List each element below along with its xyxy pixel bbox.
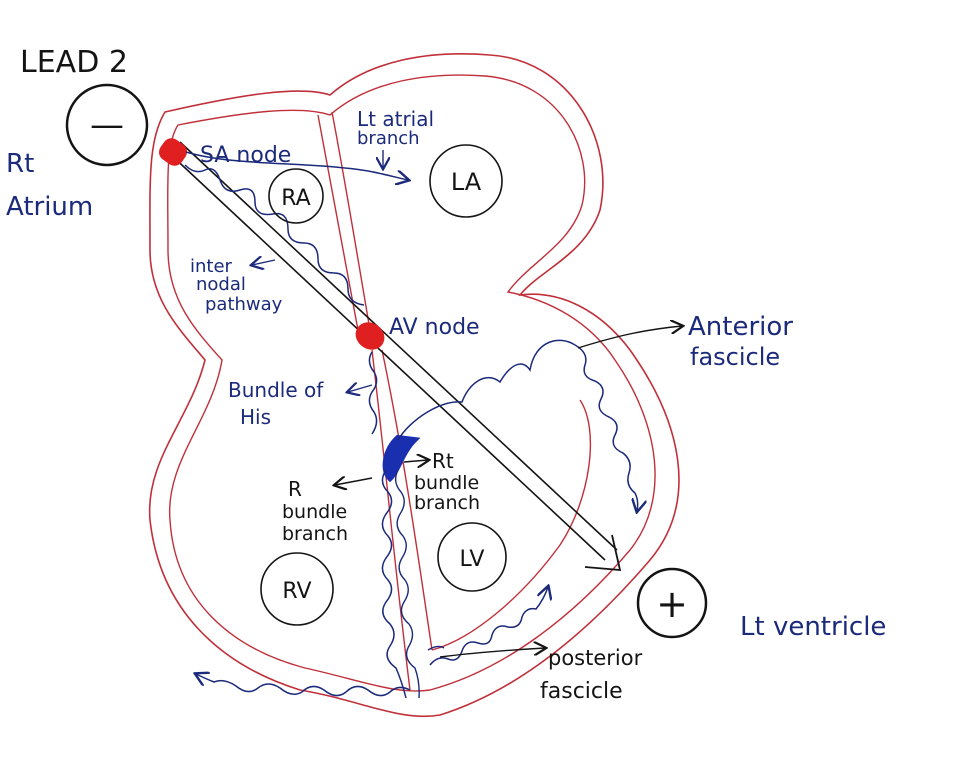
bundle-of-his-label-2: His [240,405,271,429]
anterior-fascicle [574,344,638,511]
rv-wall-fibers [196,674,411,697]
la-label: LA [451,168,482,196]
posterior-fascicle-pointer [439,648,545,658]
internodal-label-1: inter [190,256,233,277]
rt-bundle-branch-label-1: Rt [432,449,454,473]
posterior-fascicle-label-2: fascicle [540,679,623,704]
lt-ventricle-label: Lt ventricle [740,612,886,642]
positive-electrode [636,567,708,639]
anterior-fascicle-pointer [577,326,682,349]
internodal-label-3: pathway [205,294,283,315]
anterior-fascicle-label-1: Anterior [688,312,793,342]
lead-label: LEAD 2 [20,45,128,80]
left-bundle-anterior [397,339,576,441]
lv-label: LV [460,547,485,572]
lt-atrial-branch-label-1: Lt atrial [357,107,434,131]
internodal-label-2: nodal [196,274,246,295]
rt-atrium-label-1: Rt [6,149,34,179]
posterior-fascicle [429,587,548,666]
lt-atrial-branch-path [185,151,408,180]
posterior-fascicle-label-1: posterior [548,646,643,670]
negative-electrode [65,83,149,167]
rt-bundle-pointer [403,460,428,462]
ra-chamber-circle [268,168,324,224]
bundle-of-his-label-1: Bundle of [228,378,324,402]
rv-label: RV [282,579,311,604]
bundle-of-his-pointer [348,385,373,392]
heart-outer-outline [148,53,680,718]
sa-node-marker [159,138,187,166]
posterior-fascicle-2 [427,645,445,651]
r-bundle-branch-label-1: R [288,477,302,501]
av-node-label: AV node [389,315,480,340]
negative-sign: — [90,105,124,145]
ventricular-septum-right [381,349,433,651]
lv-wall [431,399,592,651]
right-bundle-branch-2 [394,469,420,699]
bundle-branch-marker [382,434,421,483]
atrial-septum-inner [331,111,371,331]
internodal-pointer [252,260,276,265]
rv-chamber-circle [260,552,334,626]
r-bundle-pointer [335,478,373,485]
lead-axis-arrowhead [584,534,622,572]
r-bundle-branch-label-2: bundle [282,501,347,523]
sa-node-label: SA node [200,143,291,168]
anterior-fascicle-label-2: fascicle [690,343,780,371]
lv-chamber-circle [437,522,507,592]
ra-label: RA [281,186,310,211]
internodal-pathway [184,164,365,306]
ventricular-septum-left [371,349,411,691]
lead-axis-line-a [167,151,606,561]
rt-bundle-branch-label-2: bundle [414,472,479,494]
rt-atrium-label-2: Atrium [6,192,93,222]
rt-bundle-branch-label-3: branch [414,492,480,514]
la-chamber-circle [429,144,503,218]
right-bundle-branch [381,469,407,699]
heart-inner-outline [167,74,656,692]
bundle-of-his [368,351,378,435]
positive-sign: + [656,582,688,626]
lt-atrial-branch-label-2: branch [357,128,420,149]
r-bundle-branch-label-3: branch [282,523,348,545]
av-node-marker [355,322,385,350]
lead-axis-line-b [179,141,618,551]
